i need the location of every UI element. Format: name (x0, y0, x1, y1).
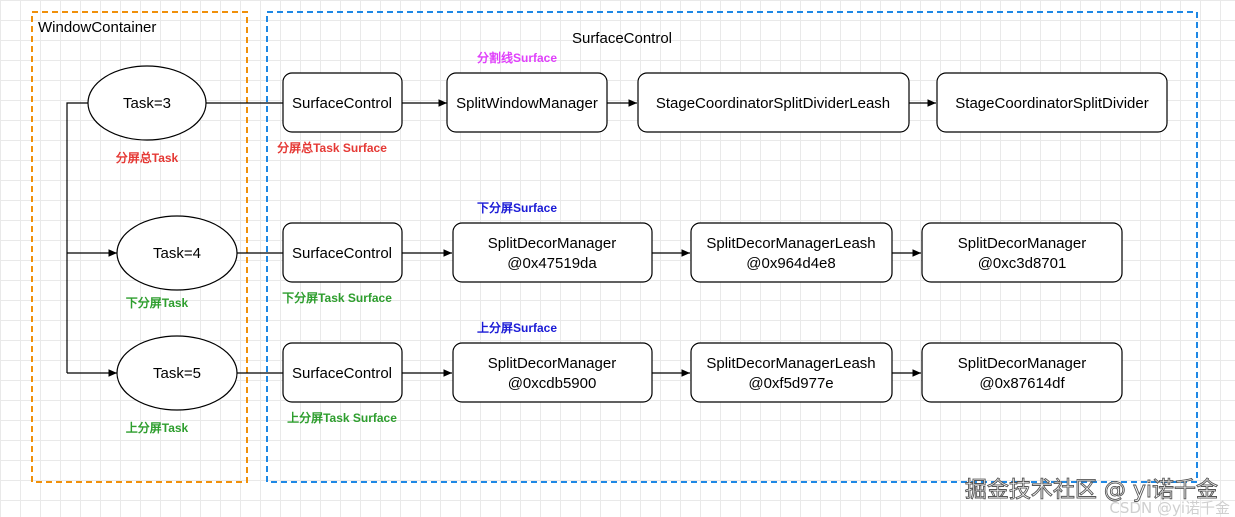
row3-decor-leash-node[interactable]: SplitDecorManagerLeash @0xf5d977e (690, 342, 893, 403)
edge-tree-trunk (66, 102, 95, 373)
svg-text:StageCoordinatorSplitDividerLe: StageCoordinatorSplitDividerLeash (656, 95, 890, 112)
split-window-manager-node[interactable]: SplitWindowManager (446, 72, 608, 133)
svg-text:SplitDecorManager: SplitDecorManager (958, 355, 1086, 372)
row1-header: 分割线Surface (477, 50, 557, 65)
task3-label: Task=3 (123, 95, 171, 112)
row1-surface-control-node[interactable]: SurfaceControl (282, 72, 403, 133)
divider-leash-node[interactable]: StageCoordinatorSplitDividerLeash (637, 72, 910, 133)
svg-text:SplitDecorManagerLeash: SplitDecorManagerLeash (706, 235, 875, 252)
row2-header: 下分屏Surface (477, 200, 557, 215)
svg-text:SplitWindowManager: SplitWindowManager (456, 95, 598, 112)
svg-text:@0xcdb5900: @0xcdb5900 (508, 375, 597, 392)
svg-text:@0x964d4e8: @0x964d4e8 (746, 255, 835, 272)
svg-text:SplitDecorManager: SplitDecorManager (488, 355, 616, 372)
task3-node[interactable]: Task=3 (87, 65, 207, 141)
task3-caption: 分屏总Task (116, 150, 179, 165)
row3-decor-child-node[interactable]: SplitDecorManager @0x87614df (921, 342, 1123, 403)
row3-surface-caption: 上分屏Task Surface (287, 410, 397, 425)
row3-surface-control-node[interactable]: SurfaceControl (282, 342, 403, 403)
watermark-csdn: CSDN @yi诺千金 (1109, 499, 1230, 517)
row2-decor-child-node[interactable]: SplitDecorManager @0xc3d8701 (921, 222, 1123, 283)
svg-text:SurfaceControl: SurfaceControl (292, 245, 392, 262)
svg-text:SurfaceControl: SurfaceControl (292, 365, 392, 382)
row3-decor-manager-node[interactable]: SplitDecorManager @0xcdb5900 (452, 342, 653, 403)
svg-text:@0xc3d8701: @0xc3d8701 (978, 255, 1067, 272)
surface-control-title: SurfaceControl (572, 30, 672, 47)
svg-text:@0xf5d977e: @0xf5d977e (748, 375, 833, 392)
svg-text:StageCoordinatorSplitDivider: StageCoordinatorSplitDivider (955, 95, 1148, 112)
window-container-title: WindowContainer (38, 19, 156, 36)
task5-label: Task=5 (153, 365, 201, 382)
svg-text:SurfaceControl: SurfaceControl (292, 95, 392, 112)
svg-text:@0x47519da: @0x47519da (507, 255, 597, 272)
svg-text:SplitDecorManager: SplitDecorManager (488, 235, 616, 252)
row2-surface-caption: 下分屏Task Surface (282, 290, 392, 305)
window-container-box (31, 11, 248, 483)
split-divider-node[interactable]: StageCoordinatorSplitDivider (936, 72, 1168, 133)
svg-text:SplitDecorManager: SplitDecorManager (958, 235, 1086, 252)
task4-label: Task=4 (153, 245, 201, 262)
task5-node[interactable]: Task=5 (116, 335, 238, 411)
task4-node[interactable]: Task=4 (116, 215, 238, 291)
row2-surface-control-node[interactable]: SurfaceControl (282, 222, 403, 283)
surface-control-box (266, 11, 1198, 483)
row2-decor-leash-node[interactable]: SplitDecorManagerLeash @0x964d4e8 (690, 222, 893, 283)
watermark-juejin: 掘金技术社区 @ yi诺千金 (965, 478, 1218, 503)
row3-header: 上分屏Surface (477, 320, 557, 335)
row2-decor-manager-node[interactable]: SplitDecorManager @0x47519da (452, 222, 653, 283)
row1-surface-caption: 分屏总Task Surface (277, 140, 387, 155)
svg-text:@0x87614df: @0x87614df (979, 375, 1065, 392)
svg-text:SplitDecorManagerLeash: SplitDecorManagerLeash (706, 355, 875, 372)
task4-caption: 下分屏Task (126, 295, 189, 310)
task5-caption: 上分屏Task (126, 420, 189, 435)
